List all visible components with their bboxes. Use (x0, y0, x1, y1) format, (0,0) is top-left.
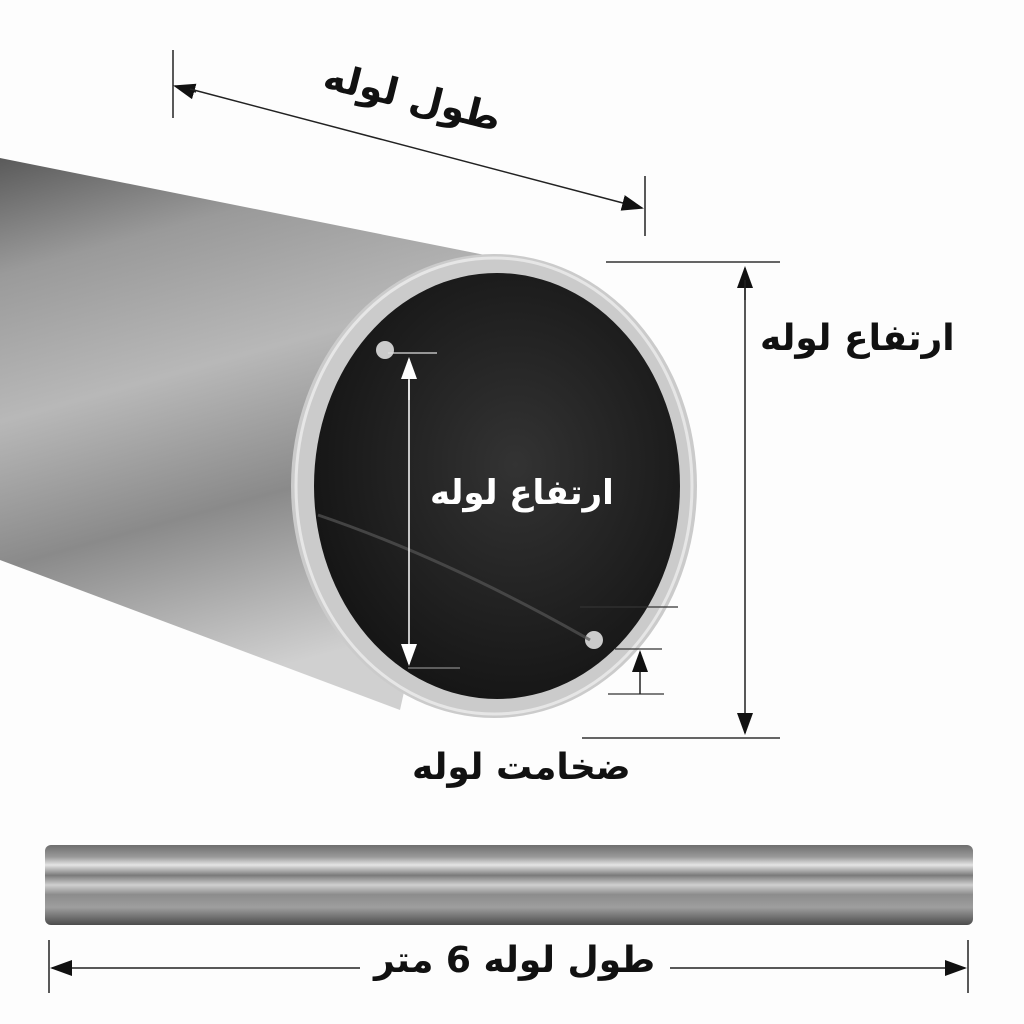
full-pipe-rod (45, 845, 973, 925)
outer-height-label: ارتفاع لوله (760, 318, 955, 359)
length-dimension-arrow (173, 83, 197, 100)
full-length-label: طول لوله 6 متر (360, 940, 670, 981)
inner-height-label: ارتفاع لوله (430, 473, 614, 513)
pipe-interior (314, 273, 680, 699)
thickness-label: ضخامت لوله (412, 747, 631, 788)
